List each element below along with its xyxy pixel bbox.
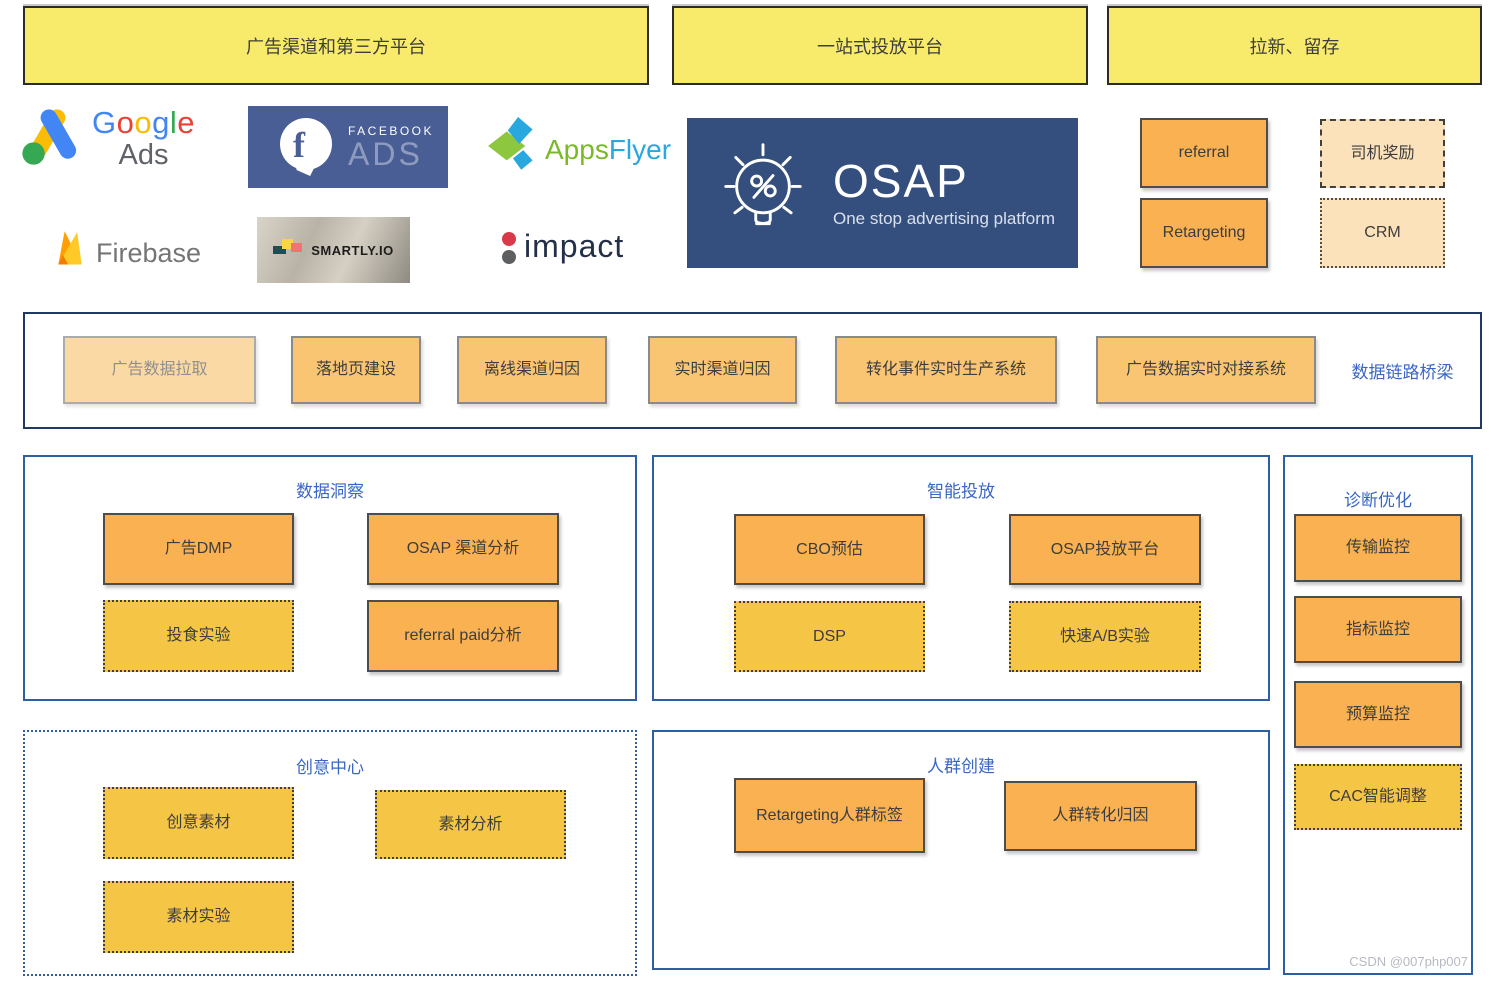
firebase-label: Firebase [96,238,202,268]
firebase-logo: Firebase [52,226,201,281]
panel-audience-creation-title: 人群创建 [927,757,995,776]
panel-smart-delivery [652,455,1270,701]
smartly-icon [273,237,303,264]
box-transfer-monitor: 传输监控 [1294,514,1462,582]
box-retargeting: Retargeting [1140,198,1268,268]
band-box-offline-attribution: 离线渠道归因 [457,336,607,404]
band-box-landing-page: 落地页建设 [291,336,421,404]
firebase-flame-icon [52,226,88,281]
google-ads-label: Ads [118,139,169,171]
box-dsp: DSP [734,601,925,672]
box-crm: CRM [1320,198,1445,268]
data-bridge-band [23,312,1482,429]
box-rapid-ab-test: 快速A/B实验 [1009,601,1201,672]
box-cbo-estimate: CBO预估 [734,514,925,585]
facebook-ads-label: ADS [348,136,423,172]
google-wordmark: Google [92,105,196,140]
box-cac-smart-adjust: CAC智能调整 [1294,764,1462,830]
band-box-ad-data-pull: 广告数据拉取 [63,336,256,404]
panel-diagnosis-title: 诊断优化 [1344,491,1412,510]
box-audience-conversion-attribution: 人群转化归因 [1004,781,1197,851]
appsflyer-icon [487,116,543,183]
box-osap-channel-analysis: OSAP 渠道分析 [367,513,559,585]
facebook-ads-logo: f FACEBOOK ADS [248,106,448,188]
band-box-realtime-attribution: 实时渠道归因 [648,336,797,404]
band-title: 数据链路桥梁 [1351,362,1454,382]
header-ad-channels: 广告渠道和第三方平台 [23,6,649,85]
impact-logo: impact [502,228,624,265]
box-retargeting-audience-tag: Retargeting人群标签 [734,778,925,853]
appsflyer-wordmark: AppsFlyer [545,133,672,165]
box-referral: referral [1140,118,1268,188]
osap-subtitle: One stop advertising platform [833,209,1056,229]
box-material-experiment: 素材实验 [103,881,294,953]
google-ads-icon [18,103,88,174]
box-osap-delivery-platform: OSAP投放平台 [1009,514,1201,585]
box-material-analysis: 素材分析 [375,790,566,859]
facebook-label: FACEBOOK [348,124,435,138]
impact-dots-icon [502,231,516,264]
band-box-ad-data-connect-system: 广告数据实时对接系统 [1096,336,1316,404]
band-box-conversion-event-system: 转化事件实时生产系统 [835,336,1057,404]
panel-creative-center-title: 创意中心 [296,758,364,777]
header-acquisition-retention: 拉新、留存 [1107,6,1482,85]
box-referral-paid-analysis: referral paid分析 [367,600,559,672]
box-metric-monitor: 指标监控 [1294,596,1462,663]
google-ads-logo: Google Ads [18,103,195,174]
panel-data-insight-title: 数据洞察 [296,482,364,501]
box-budget-monitor: 预算监控 [1294,681,1462,748]
box-driver-reward: 司机奖励 [1320,119,1445,188]
panel-audience-creation [652,730,1270,970]
panel-smart-delivery-title: 智能投放 [927,482,995,501]
smartly-logo: SMARTLY.IO [257,217,410,283]
appsflyer-logo: AppsFlyer [487,116,671,183]
panel-creative-center [23,730,637,976]
panel-data-insight [23,455,637,701]
box-creative-material: 创意素材 [103,787,294,859]
smartly-label: SMARTLY.IO [311,242,394,258]
panel-diagnosis [1283,455,1473,975]
osap-logo-banner: OSAP One stop advertising platform [687,118,1078,268]
facebook-head-icon: f [280,118,334,176]
lightbulb-icon [713,132,813,255]
box-feeding-experiment: 投食实验 [103,600,294,672]
impact-label: impact [524,228,625,264]
osap-title: OSAP [833,154,969,207]
box-ad-dmp: 广告DMP [103,513,294,585]
watermark: CSDN @007php007 [1349,954,1468,969]
header-one-stop-platform: 一站式投放平台 [672,6,1088,85]
